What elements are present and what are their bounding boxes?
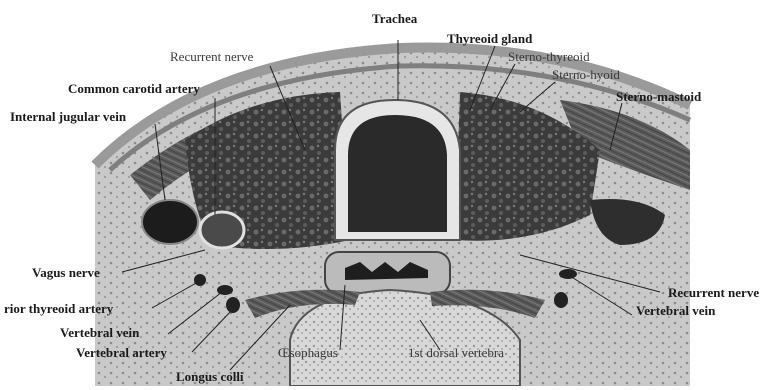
vertebral-vein-right: [559, 269, 577, 279]
label-vertebral-vein-left: Vertebral vein: [60, 326, 139, 339]
label-sterno-thyreoid: Sterno-thyreoid: [508, 50, 590, 63]
label-internal-jugular-vein: Internal jugular vein: [10, 110, 126, 123]
oesophagus-lumen: [345, 262, 428, 280]
label-first-dorsal-vertebra: 1st dorsal vertebra: [408, 346, 504, 359]
label-sterno-mastoid: Sterno-mastoid: [616, 90, 701, 103]
label-recurrent-nerve-top: Recurrent nerve: [170, 50, 253, 63]
label-recurrent-nerve-right: Recurrent nerve: [668, 286, 759, 299]
label-common-carotid-artery: Common carotid artery: [68, 82, 200, 95]
label-vertebral-artery: Vertebral artery: [76, 346, 167, 359]
label-oesophagus: Œsophagus: [278, 346, 338, 359]
label-inferior-thyreoid-artery: rior thyreoid artery: [4, 302, 113, 315]
vertebral-artery-right: [554, 292, 568, 308]
label-sterno-hyoid: Sterno-hyoid: [552, 68, 620, 81]
label-vagus-nerve: Vagus nerve: [32, 266, 100, 279]
label-thyreoid-gland: Thyreoid gland: [447, 32, 532, 45]
trachea-lumen: [348, 115, 447, 232]
internal-jugular-vein: [142, 200, 198, 244]
inferior-thyroid-artery: [194, 274, 206, 286]
label-longus-colli: Longus colli: [176, 370, 244, 383]
label-trachea: Trachea: [372, 12, 417, 25]
vertebral-artery-left: [226, 297, 240, 313]
common-carotid-artery: [200, 212, 244, 248]
label-vertebral-vein-right: Vertebral vein: [636, 304, 715, 317]
